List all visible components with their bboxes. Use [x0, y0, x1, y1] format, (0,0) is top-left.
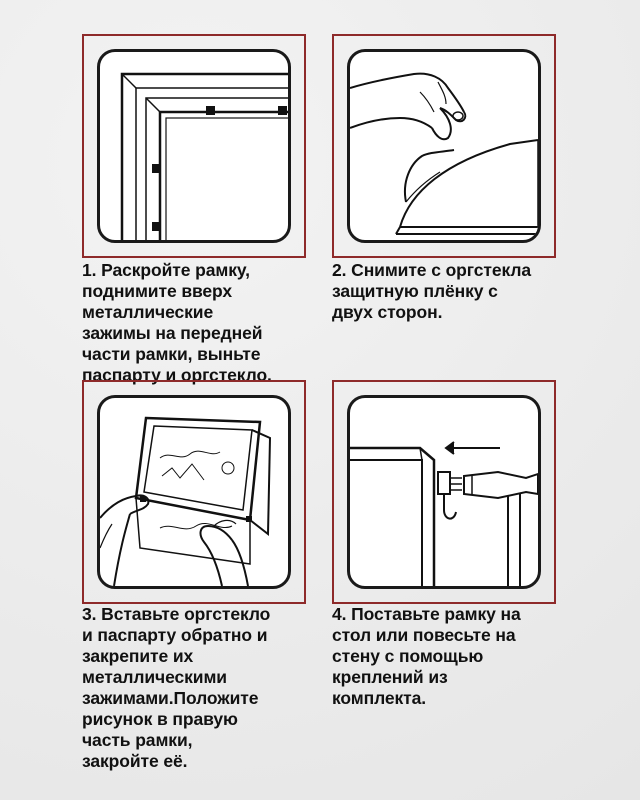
step-1-instruction: 1. Раскройте рамку, поднимите вверх мета…: [82, 260, 322, 386]
step-2-line: 2. Снимите с оргстекла: [332, 260, 531, 280]
step-2-line: защитную плёнку с: [332, 281, 498, 301]
step-3-line: 3. Вставьте оргстекло: [82, 604, 271, 624]
step-2-frame: [332, 34, 556, 258]
open-frame-clips-icon: [120, 72, 288, 240]
step-4-frame: [332, 380, 556, 604]
step-4-instruction: 4. Поставьте рамку на стол или повесьте …: [332, 604, 572, 709]
step-2-instruction: 2. Снимите с оргстекла защитную плёнку с…: [332, 260, 572, 323]
step-3-line: закрепите их: [82, 646, 194, 666]
step-1-frame: [82, 34, 306, 258]
step-3-line: закройте её.: [82, 751, 188, 771]
step-1-line: металлические: [82, 302, 214, 322]
step-4-line: стену с помощью: [332, 646, 484, 666]
step-4-line: комплекта.: [332, 688, 427, 708]
step-1-line: поднимите вверх: [82, 281, 233, 301]
step-3-line: часть рамки,: [82, 730, 193, 750]
step-3-line: рисунок в правую: [82, 709, 238, 729]
step-3-line: зажимами.Положите: [82, 688, 259, 708]
step-1-illustration: [97, 49, 291, 243]
step-3-line: металлическими: [82, 667, 227, 687]
step-4-illustration: [347, 395, 541, 589]
step-3-frame: [82, 380, 306, 604]
step-1-line: 1. Раскройте рамку,: [82, 260, 250, 280]
insert-glass-icon: [100, 416, 272, 586]
step-3-line: и паспарту обратно и: [82, 625, 268, 645]
step-1-line: части рамки, выньте: [82, 344, 261, 364]
hang-frame-hammer-icon: [350, 441, 538, 586]
step-4-line: креплений из: [332, 667, 448, 687]
step-3-illustration: [97, 395, 291, 589]
step-4-line: 4. Поставьте рамку на: [332, 604, 521, 624]
step-2-illustration: [347, 49, 541, 243]
step-4-line: стол или повесьте на: [332, 625, 516, 645]
step-1-line: зажимы на передней: [82, 323, 263, 343]
step-3-instruction: 3. Вставьте оргстекло и паспарту обратно…: [82, 604, 322, 772]
peel-film-icon: [350, 72, 538, 235]
step-2-line: двух сторон.: [332, 302, 443, 322]
